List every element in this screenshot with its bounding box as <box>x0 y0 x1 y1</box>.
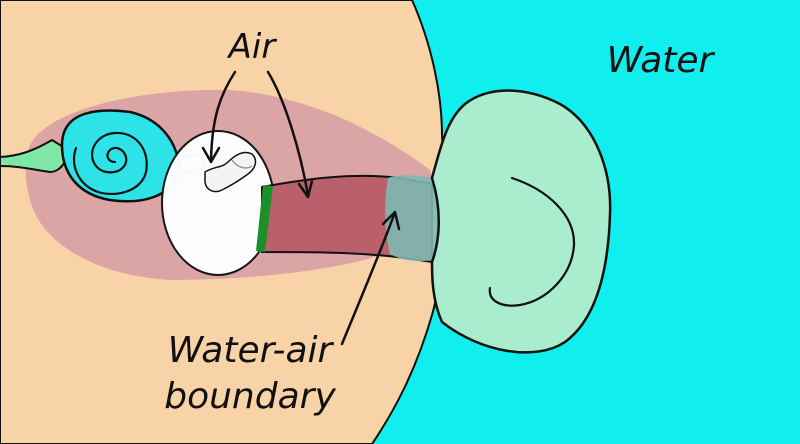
outer-ear <box>430 89 612 354</box>
ossicles <box>204 151 257 193</box>
air-label: Air <box>227 27 278 67</box>
water-in-canal <box>385 175 441 262</box>
boundary-arrow <box>340 210 401 346</box>
water-label: Water <box>607 40 716 81</box>
outer-ear-curl <box>488 176 576 307</box>
boundary-label-line2: boundary <box>164 376 336 417</box>
cochlea-spiral <box>72 131 148 196</box>
eardrum <box>256 185 273 252</box>
air-arrow-right <box>266 70 314 199</box>
air-arrow-left <box>201 70 237 164</box>
boundary-label-line1: Water-air <box>168 330 335 371</box>
air-chamber <box>161 130 275 276</box>
auditory-nerve <box>0 138 68 174</box>
